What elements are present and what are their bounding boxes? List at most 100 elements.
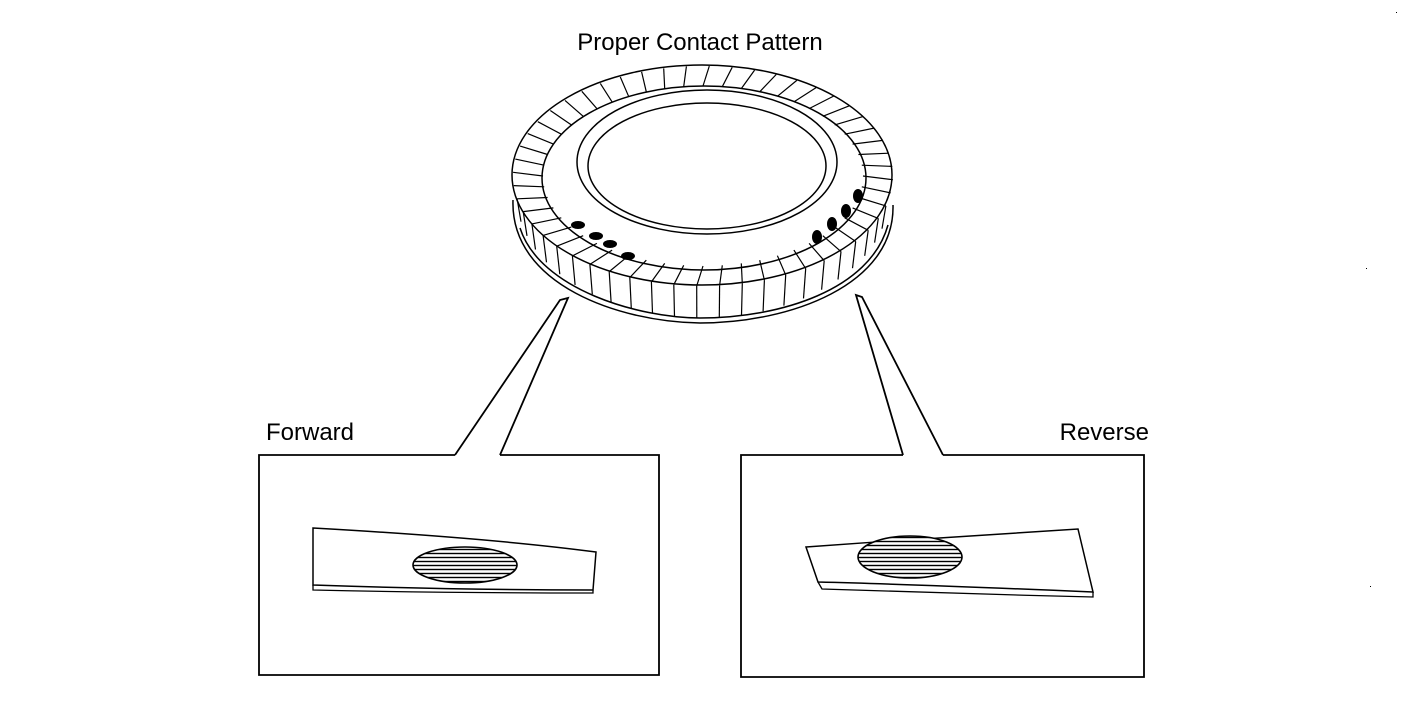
gear-contact-mark (827, 217, 837, 231)
gear-tooth (663, 68, 666, 89)
gear-tooth (589, 249, 613, 265)
gear-tooth (862, 175, 893, 181)
gear-tooth (683, 66, 687, 87)
forward-tooth-edge (312, 585, 594, 594)
gear-tooth (858, 152, 889, 156)
gear-contact-mark (603, 240, 617, 248)
reverse-panel: Reverse (740, 419, 1149, 678)
ring-gear-tooth-tips (511, 64, 893, 286)
gear-tooth (629, 259, 647, 278)
ring-gear-tooth-roots (541, 85, 867, 271)
gear-tooth (793, 87, 817, 103)
gear-tooth-flank (522, 211, 528, 236)
speck (1370, 586, 1371, 587)
gear-tooth-flank (516, 198, 522, 222)
gear-tooth-flank (542, 235, 548, 263)
reverse-label: Reverse (1060, 419, 1149, 446)
gear-tooth-flank (740, 283, 743, 316)
gear-tooth-flank (531, 223, 537, 250)
forward-panel-frame (258, 454, 660, 676)
gear-tooth-flank (571, 255, 576, 285)
gear-tooth (650, 263, 666, 283)
gear-tooth-flank (837, 251, 842, 280)
gear-tooth (581, 90, 598, 109)
gear-tooth (572, 242, 598, 257)
gear-tooth (759, 74, 777, 93)
gear-tooth (834, 226, 857, 242)
gear-tooth (852, 207, 879, 219)
gear-tooth-flank (762, 280, 765, 312)
ring-gear-teeth (513, 65, 893, 318)
gear-tooth (531, 217, 562, 225)
gear-tooth (852, 139, 883, 145)
gear-tooth (759, 260, 765, 281)
gear-contact-mark (853, 189, 863, 203)
reverse-panel-frame (740, 454, 1145, 678)
scan-specks (1366, 12, 1397, 587)
gear-tooth (515, 158, 545, 166)
gear-tooth (519, 145, 548, 156)
gear-tooth-flank (673, 284, 676, 317)
gear-contact-mark (841, 204, 851, 218)
gear-tooth-flank (608, 271, 612, 303)
gear-tooth (808, 243, 825, 262)
gear-tooth-flank (881, 205, 887, 229)
gear-tooth (537, 121, 562, 135)
gear-tooth (517, 196, 548, 200)
ring-gear-bore-inner (587, 102, 827, 230)
gear-contact-mark (571, 221, 585, 229)
gear-tooth (513, 171, 544, 177)
gear-tooth (776, 255, 787, 276)
gear-tooth (822, 105, 850, 117)
gear-tooth-flank (864, 230, 869, 256)
gear-tooth (808, 95, 834, 110)
gear-tooth (513, 185, 545, 188)
ring-gear-lower-edge (519, 224, 889, 319)
ring-gear-outer-rim (512, 199, 894, 324)
gear-tooth (740, 69, 756, 89)
gear-tooth (696, 265, 704, 287)
gear-tooth (793, 249, 807, 269)
forward-label: Forward (266, 419, 354, 446)
gear-tooth (702, 65, 710, 87)
gear-tooth-flank (556, 246, 561, 275)
gear-tooth (861, 186, 891, 194)
gear-tooth (861, 164, 893, 167)
diagram-title: Proper Contact Pattern (577, 29, 822, 56)
gear-tooth (719, 265, 723, 286)
gear-tooth (549, 110, 572, 126)
gear-tooth (527, 133, 554, 145)
gear-tooth-flank (650, 281, 654, 314)
gear-tooth (844, 127, 875, 135)
gear-tooth-flank (589, 264, 593, 295)
gear-contact-mark (589, 232, 603, 240)
reverse-tooth-edge (817, 581, 1094, 598)
gear-tooth (740, 263, 743, 284)
forward-callout-leader (454, 296, 570, 456)
gear-tooth-flank (874, 218, 879, 243)
reverse-contact-pattern (857, 535, 963, 579)
gear-tooth (673, 265, 685, 285)
gear-tooth (564, 99, 584, 117)
ring-gear (511, 64, 894, 324)
gear-tooth (523, 207, 554, 213)
gear-tooth-flank (783, 274, 787, 306)
gear-tooth (834, 116, 864, 126)
gear-tooth (599, 83, 613, 103)
gear-tooth (844, 217, 869, 231)
gear-tooth-flank (802, 268, 807, 299)
gear-tooth (542, 226, 572, 236)
gear-tooth (641, 71, 647, 92)
gear-contact-mark (621, 252, 635, 260)
speck (1366, 268, 1367, 269)
gear-tooth-flank (629, 277, 632, 309)
gear-tooth-flank (821, 260, 825, 290)
gear-tooth (777, 79, 798, 97)
gear-tooth-flank (851, 241, 857, 269)
gear-tooth (556, 235, 584, 247)
reverse-callout-leader (854, 293, 944, 456)
forward-panel: Forward (258, 419, 660, 676)
gear-tooth (822, 235, 842, 253)
gear-contact-marks (571, 189, 863, 260)
